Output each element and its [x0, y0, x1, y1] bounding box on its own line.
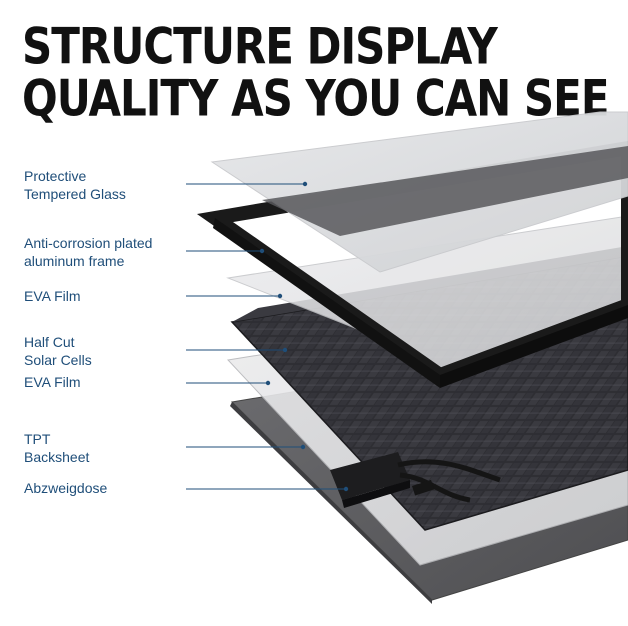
leader-dot-backsheet — [300, 444, 306, 450]
label-line: EVA Film — [24, 374, 81, 390]
tempered-glass-dark-band — [262, 146, 628, 236]
label-line: Protective — [24, 168, 87, 184]
leader-dot-glass — [302, 181, 308, 187]
label-line: TPT — [24, 431, 51, 447]
label-junction-box: Abzweigdose — [24, 479, 107, 497]
leader-dot-frame — [259, 248, 265, 254]
label-tempered-glass: Protective Tempered Glass — [24, 167, 126, 203]
label-line: Tempered Glass — [24, 186, 126, 202]
leader-dot-junction-box — [343, 486, 349, 492]
label-line: EVA Film — [24, 288, 81, 304]
label-line: Half Cut — [24, 334, 75, 350]
label-line: Backsheet — [24, 449, 90, 465]
leader-dot-eva-top — [277, 293, 283, 299]
label-line: Anti-corrosion plated — [24, 235, 153, 251]
label-eva-film-bottom: EVA Film — [24, 373, 81, 391]
label-aluminum-frame: Anti-corrosion plated aluminum frame — [24, 234, 152, 270]
junction-box — [330, 452, 501, 508]
label-line: aluminum frame — [24, 253, 125, 269]
leader-lines — [186, 183, 346, 490]
leader-dot-cells — [282, 347, 288, 353]
label-line: Abzweigdose — [24, 480, 108, 496]
leader-dot-eva-bottom — [265, 380, 271, 386]
label-solar-cells: Half Cut Solar Cells — [24, 333, 92, 369]
headline-line-2: QUALITY AS YOU CAN SEE — [22, 69, 610, 128]
label-line: Solar Cells — [24, 352, 92, 368]
backsheet-edge — [230, 402, 432, 604]
label-backsheet: TPT Backsheet — [24, 430, 89, 466]
label-eva-film-top: EVA Film — [24, 287, 81, 305]
headline-line-1: STRUCTURE DISPLAY — [22, 17, 498, 76]
